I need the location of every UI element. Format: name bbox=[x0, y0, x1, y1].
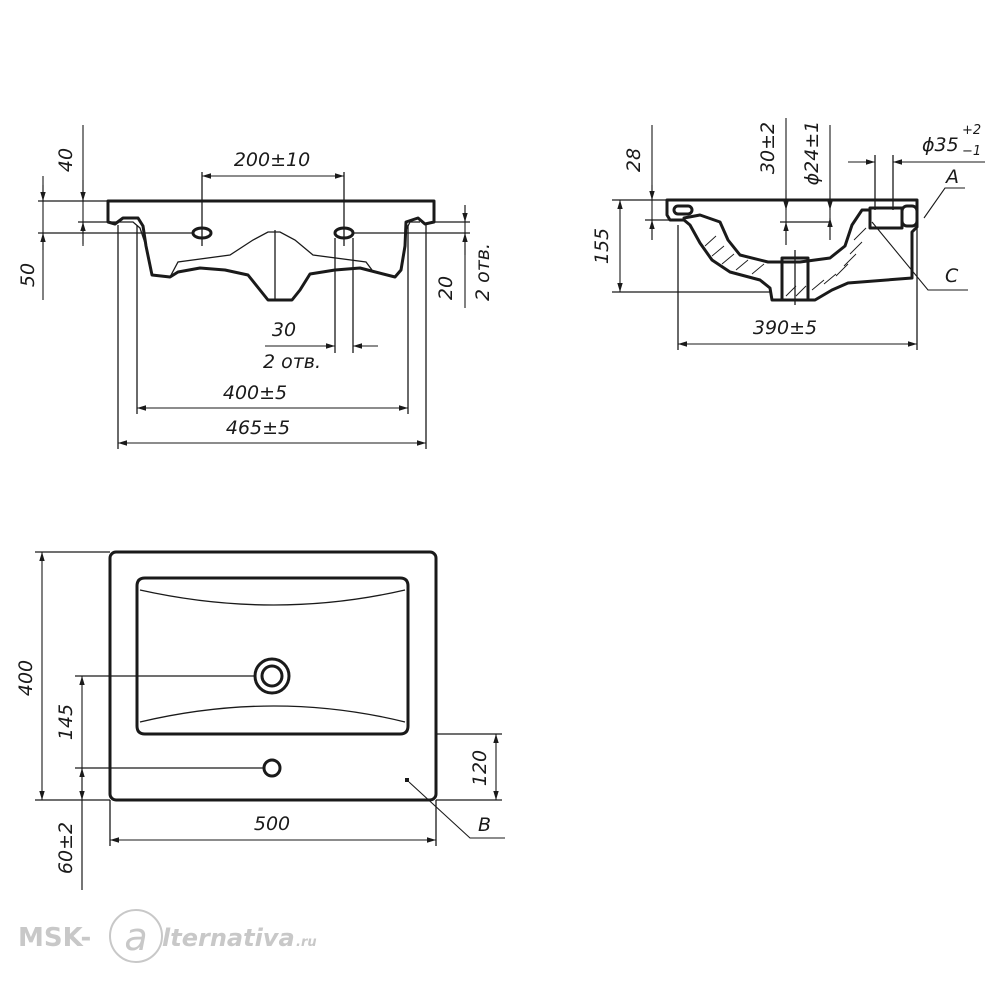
label-a: A bbox=[944, 166, 959, 188]
plan-tap-hole bbox=[262, 758, 282, 778]
front-inner-contour bbox=[118, 221, 420, 278]
plan-point-b bbox=[405, 778, 409, 782]
dim-500-label: 500 bbox=[254, 813, 290, 835]
dim-465-label: 465±5 bbox=[226, 417, 290, 439]
side-outer-profile bbox=[665, 198, 919, 302]
side-overflow-slot bbox=[672, 204, 694, 216]
side-hatching bbox=[704, 227, 867, 297]
dim-155-label: 155 bbox=[591, 228, 613, 264]
side-overflow-right bbox=[900, 204, 919, 228]
leader-a bbox=[923, 187, 965, 219]
side-view: 28 155 30±2 ϕ24±1 ϕ35 +2 −1 A C bbox=[591, 118, 985, 350]
plan-bowl-outline bbox=[135, 576, 410, 736]
plan-view: 400 145 60±2 120 500 B bbox=[15, 550, 505, 890]
watermark-logo-ring bbox=[109, 909, 163, 963]
dim-dia35-tol-upper: +2 bbox=[962, 123, 981, 138]
dim-20-note: 2 отв. bbox=[472, 243, 494, 301]
dim-60-label: 60±2 bbox=[55, 822, 77, 874]
dim-28-label: 28 bbox=[623, 148, 645, 172]
front-sink-outline bbox=[106, 199, 436, 302]
dim-30-side-label: 30±2 bbox=[757, 122, 779, 174]
watermark-logo: MSK- a lternativa .ru bbox=[18, 909, 317, 963]
plan-bowl-front-curve bbox=[139, 705, 406, 723]
plan-drain-outer bbox=[253, 657, 291, 695]
label-c: C bbox=[945, 265, 959, 287]
dim-dia35-tol-lower: −1 bbox=[962, 144, 981, 159]
dim-dia35-label: ϕ35 bbox=[922, 134, 959, 156]
side-inner-profile bbox=[682, 208, 872, 264]
front-view: 200±10 40 50 20 2 отв. 30 2 отв. bbox=[17, 125, 494, 449]
leader-c bbox=[871, 221, 968, 291]
dim-50-label: 50 bbox=[17, 263, 39, 287]
plan-bowl-back-curve bbox=[139, 589, 406, 606]
dim-30-note: 2 отв. bbox=[263, 351, 321, 373]
dim-120-label: 120 bbox=[469, 750, 491, 786]
dim-145-label: 145 bbox=[55, 704, 77, 740]
watermark-logo-letter: a bbox=[124, 915, 147, 959]
dim-dia24-label: ϕ24±1 bbox=[801, 121, 823, 186]
dim-200-label: 200±10 bbox=[234, 149, 310, 171]
watermark-suffix: .ru bbox=[296, 935, 317, 950]
dim-plan-400-label: 400 bbox=[15, 660, 37, 696]
dim-390-label: 390±5 bbox=[753, 317, 817, 339]
watermark-right: lternativa bbox=[162, 924, 295, 952]
dim-20-label: 20 bbox=[435, 276, 457, 300]
dim-30-label: 30 bbox=[272, 319, 296, 341]
plan-drain-inner bbox=[260, 664, 284, 688]
leader-b bbox=[408, 781, 505, 839]
dim-400-label: 400±5 bbox=[223, 382, 287, 404]
dim-40-label: 40 bbox=[55, 148, 77, 172]
watermark-left: MSK- bbox=[18, 923, 91, 953]
label-b: B bbox=[478, 814, 491, 836]
